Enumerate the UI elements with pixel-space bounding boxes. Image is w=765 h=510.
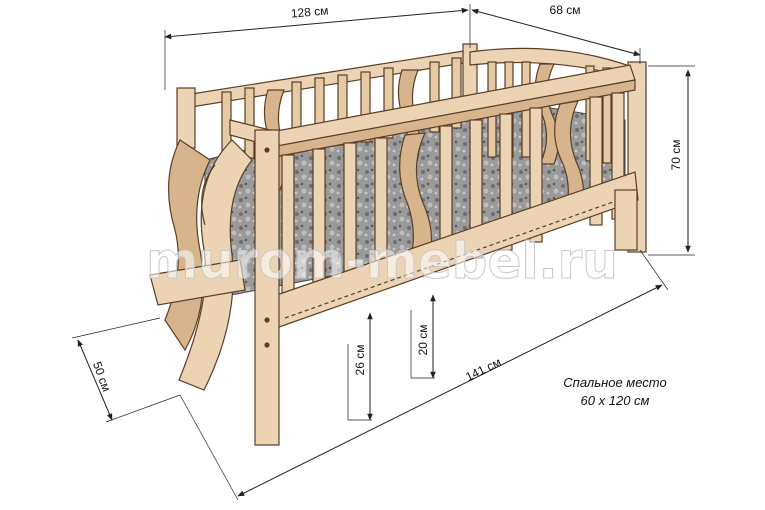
dim-length-bottom: 141 см	[463, 355, 503, 384]
sleeping-area-size: 60 x 120 см	[581, 393, 650, 408]
sleeping-area-label: Спальное место	[563, 375, 666, 390]
dim-rail-height: 20 см	[416, 325, 430, 356]
dim-length-top: 128 см	[290, 3, 329, 20]
dim-height: 70 см	[669, 140, 683, 171]
dimension-lines	[71, 4, 695, 501]
dim-width-top: 68 см	[550, 3, 581, 17]
dim-leg-height: 26 см	[353, 345, 367, 376]
watermark-text: murom-mebel.ru	[146, 232, 618, 290]
front-panel	[254, 64, 639, 333]
